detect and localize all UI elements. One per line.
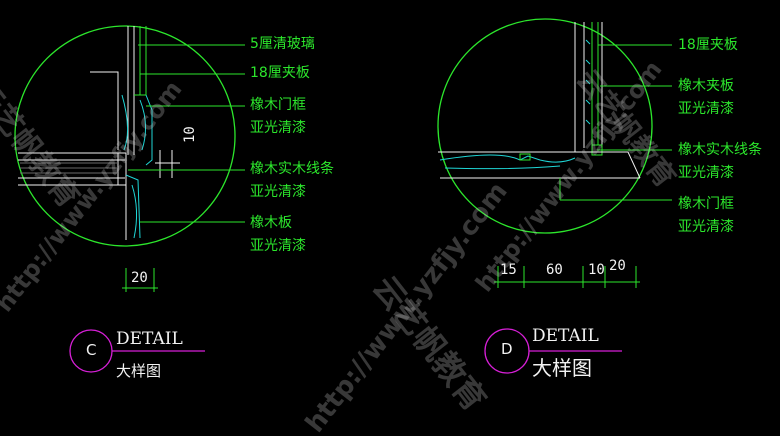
detail-c-dim-20: 20 bbox=[131, 270, 148, 286]
detail-d-drawing bbox=[437, 18, 672, 374]
detail-c-label-plywood: 18厘夹板 bbox=[250, 65, 310, 81]
detail-d-label-door-frame: 橡木门框 bbox=[678, 196, 734, 212]
detail-c-label-glass: 5厘清玻璃 bbox=[250, 36, 315, 52]
detail-c-marker-letter: C bbox=[86, 341, 97, 359]
detail-d-label-oak-plywood: 橡木夹板 bbox=[678, 78, 734, 94]
detail-c-label-finish-2: 亚光清漆 bbox=[250, 184, 306, 200]
detail-c-label-solid-trim: 橡木实木线条 bbox=[250, 161, 334, 177]
detail-d-label-finish-1: 亚光清漆 bbox=[678, 101, 734, 117]
detail-d-dim-20: 20 bbox=[609, 258, 626, 274]
detail-d-label-finish-3: 亚光清漆 bbox=[678, 219, 734, 235]
detail-d-marker-letter: D bbox=[501, 340, 513, 358]
detail-d-dim-15: 15 bbox=[500, 262, 517, 278]
detail-d-label-solid-trim: 橡木实木线条 bbox=[678, 142, 762, 158]
detail-c-subtitle: 大样图 bbox=[116, 362, 162, 380]
detail-d-subtitle: 大样图 bbox=[532, 356, 592, 380]
detail-c-label-door-frame: 橡木门框 bbox=[250, 97, 306, 113]
detail-d-title: DETAIL bbox=[532, 326, 599, 346]
detail-d-label-plywood: 18厘夹板 bbox=[678, 37, 738, 53]
detail-d-label-finish-2: 亚光清漆 bbox=[678, 165, 734, 181]
detail-c-label-finish-1: 亚光清漆 bbox=[250, 120, 306, 136]
detail-d-dim-60: 60 bbox=[546, 262, 563, 278]
detail-c-label-oak-board: 橡木板 bbox=[250, 215, 292, 231]
detail-c-drawing bbox=[14, 25, 245, 373]
detail-c-title: DETAIL bbox=[116, 329, 183, 349]
detail-d-dim-10: 10 bbox=[588, 262, 605, 278]
detail-c-label-finish-3: 亚光清漆 bbox=[250, 238, 306, 254]
detail-c-dim-10: 10 bbox=[182, 126, 198, 143]
